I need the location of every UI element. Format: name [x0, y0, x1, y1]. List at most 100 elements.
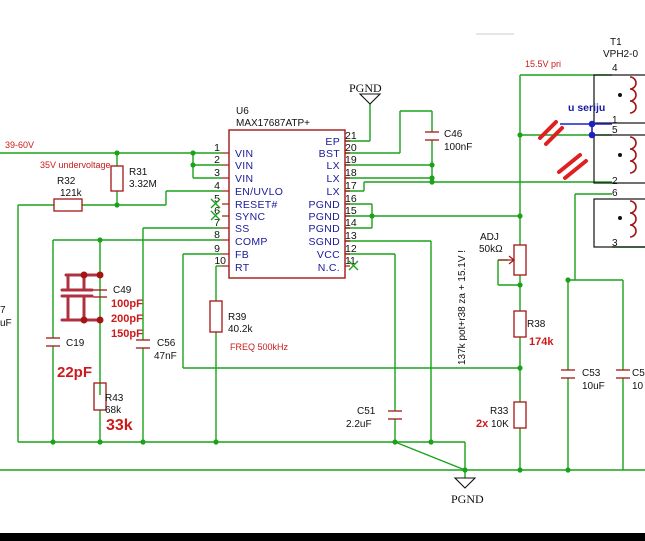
- c46-value: 100nF: [444, 142, 472, 153]
- r38-ref: R38: [527, 319, 546, 330]
- junction-dot: [50, 439, 56, 445]
- junction-dot: [114, 150, 120, 156]
- c19-value-note: 22pF: [57, 364, 92, 381]
- c53-value: 10uF: [582, 381, 605, 392]
- t1-pin: 3: [612, 238, 618, 249]
- pin-num: 21: [345, 130, 357, 142]
- pin-name: VIN: [235, 173, 253, 185]
- adj-ref: ADJ: [480, 232, 499, 243]
- capacitor-c5x[interactable]: C5 10: [616, 368, 645, 392]
- c51-value: 2.2uF: [346, 419, 372, 430]
- c56-ref: C56: [157, 338, 176, 349]
- t1-pin: 4: [612, 63, 618, 74]
- pin-name: VCC: [317, 249, 340, 261]
- pgnd-label: PGND: [451, 492, 484, 506]
- resistor-r38[interactable]: R38 174k: [513, 310, 554, 348]
- t1-part: VPH2-0: [603, 49, 638, 60]
- capacitor-c19[interactable]: C19 22pF: [46, 337, 92, 381]
- junction-dot: [429, 162, 435, 168]
- t1-box: [593, 74, 645, 124]
- c5x-ref: C5: [632, 368, 645, 379]
- pin-num: 7: [214, 217, 220, 229]
- r43-value: 68k: [105, 405, 122, 416]
- resistor-r43[interactable]: R43 68k 33k: [93, 382, 133, 434]
- transformer-t1[interactable]: T1 VPH2-0 4 1 5 2 6 3: [593, 37, 645, 249]
- pin-name: RT: [235, 262, 250, 274]
- resistor-r31[interactable]: R31 3.32M: [110, 165, 157, 192]
- pin-num: 12: [345, 243, 357, 255]
- series-note: u seriju: [568, 102, 605, 114]
- pin-num: 3: [214, 167, 220, 179]
- pin-num: 13: [345, 230, 357, 242]
- ic-left-pins: 1 2 3 4 5 6 7 8 9 10 VIN VIN VIN EN/UVLO…: [214, 142, 283, 274]
- pin-name: PGND: [308, 223, 340, 235]
- junction-dot: [565, 277, 571, 283]
- resistor-r39[interactable]: R39 40.2k: [209, 300, 253, 335]
- capacitor-c49[interactable]: C49 100pF 200pF 150pF: [60, 271, 143, 341]
- c19-ref: C19: [66, 338, 85, 349]
- vertical-note: 137k pot+r38 za + 15.1V !: [457, 250, 468, 365]
- series-link: u seriju: [560, 102, 612, 139]
- ic-u6[interactable]: U6 MAX17687ATP+ 1 2 3 4 5 6 7 8 9 10 VIN: [210, 106, 359, 279]
- pin-name: COMP: [235, 236, 268, 248]
- t1-box: [593, 134, 645, 184]
- net-undervoltage: 35V undervoltage: [40, 160, 111, 170]
- junction-dot: [517, 467, 523, 473]
- wires: [0, 74, 645, 478]
- t1-pin: 6: [612, 188, 618, 199]
- junction-dot: [369, 213, 375, 219]
- net-pri: 15.5V pri: [525, 59, 561, 69]
- pin-num: 19: [345, 154, 357, 166]
- junction-dot: [517, 132, 523, 138]
- c46-ref: C46: [444, 129, 463, 140]
- resistor-r33[interactable]: R33 2x 10K: [476, 401, 527, 430]
- junction-dot: [140, 439, 146, 445]
- ic-part: MAX17687ATP+: [236, 118, 310, 129]
- pin-num: 15: [345, 205, 357, 217]
- pin-name: LX: [327, 173, 340, 185]
- r32-ref: R32: [57, 176, 76, 187]
- pin-num: 10: [214, 255, 226, 267]
- capacitor-c51[interactable]: C51 2.2uF: [346, 406, 402, 430]
- resistor-r32[interactable]: R32 121k: [53, 176, 83, 212]
- c49-ref: C49: [113, 285, 132, 296]
- junction-dot: [517, 282, 523, 288]
- potentiometer-adj[interactable]: ADJ 50kΩ: [479, 232, 527, 276]
- pin-num: 8: [214, 229, 220, 241]
- pin-name: FB: [235, 249, 249, 261]
- junctions: [50, 132, 571, 473]
- adj-value: 50kΩ: [479, 244, 503, 255]
- junction-dot: [565, 467, 571, 473]
- t1-dots: [618, 93, 622, 220]
- junction-dot: [190, 150, 196, 156]
- pin-name: PGND: [308, 211, 340, 223]
- pin-name: EN/UVLO: [235, 186, 283, 198]
- junction-dot: [392, 439, 398, 445]
- ic-right-pins: 21 20 19 18 17 16 15 14 13 12 11 EP BST …: [308, 130, 356, 274]
- no-connect-marks: [210, 198, 359, 271]
- r43-ref: R43: [105, 393, 124, 404]
- ic-ref: U6: [236, 106, 249, 117]
- t1-pin: 1: [612, 115, 618, 126]
- pin-num: 1: [214, 142, 220, 154]
- pin-name: VIN: [235, 148, 253, 160]
- pin-name: LX: [327, 186, 340, 198]
- pin-num: 2: [214, 154, 220, 166]
- pin-name: SS: [235, 223, 250, 235]
- pgnd-symbol-top: PGND: [349, 81, 382, 105]
- junction-dot: [517, 213, 523, 219]
- capacitor-c46[interactable]: C46 100nF: [425, 129, 472, 153]
- pin-name: N.C.: [318, 262, 340, 274]
- capacitor-c53[interactable]: C53 10uF: [561, 368, 605, 392]
- pin-name: SGND: [308, 236, 340, 248]
- capacitor-c56[interactable]: C56 47nF: [136, 338, 177, 362]
- pin-name: VIN: [235, 160, 253, 172]
- c5x-value: 10: [632, 381, 644, 392]
- pin-num: 6: [214, 205, 220, 217]
- r32-value: 121k: [60, 188, 83, 199]
- c51-ref: C51: [357, 406, 376, 417]
- r33-value: 10K: [491, 419, 509, 430]
- r38-note: 174k: [529, 336, 554, 348]
- net-freq: FREQ 500kHz: [230, 342, 289, 352]
